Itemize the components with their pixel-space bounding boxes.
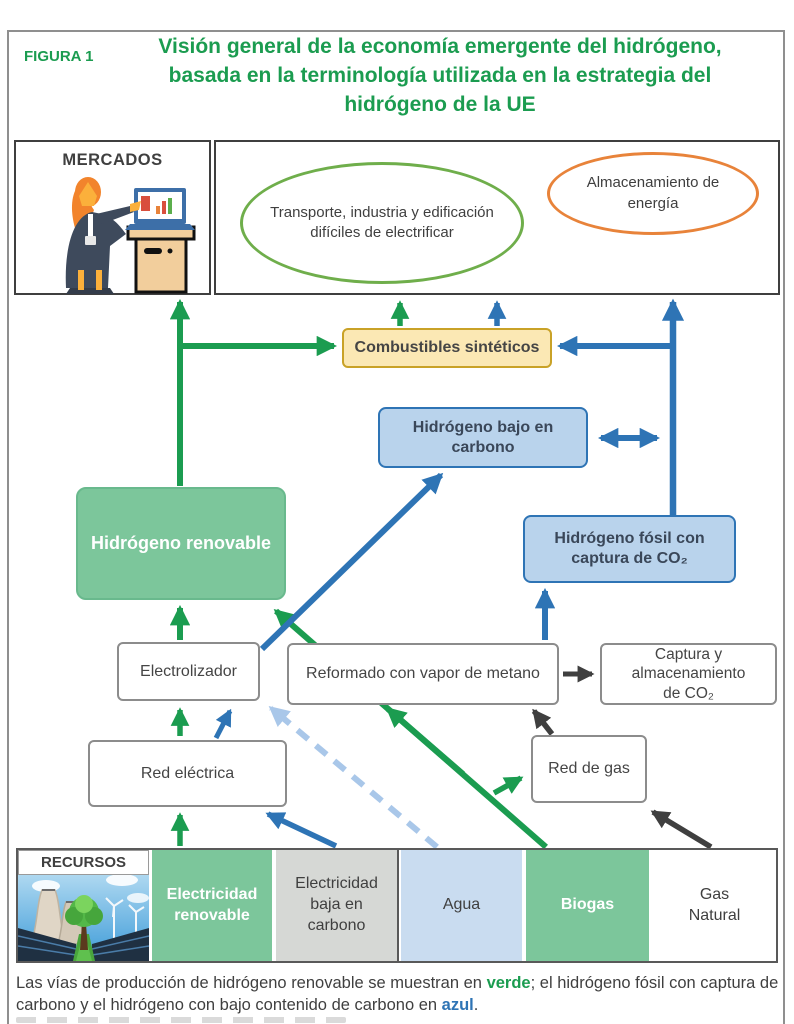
mercados-targets-box: Transporte, industria y edificación difí…	[214, 140, 780, 295]
caption-text-1: Las vías de producción de hidrógeno reno…	[16, 974, 487, 992]
band-divider	[397, 848, 399, 963]
cell-agua: Agua	[401, 850, 522, 961]
caption-text-2: ; el hidrógeno fósil con captura de carb…	[16, 974, 779, 1014]
caption-word-verde: verde	[486, 974, 531, 992]
cell-electricidad-baja: Electricidad baja en carbono	[276, 850, 397, 961]
cell-electricidad-renovable: Electricidad renovable	[152, 850, 272, 961]
node-red-electrica: Red eléctrica	[88, 740, 287, 807]
caption-text-3: .	[473, 995, 479, 1014]
mercados-label: MERCADOS	[62, 151, 163, 169]
mercados-box: MERCADOS	[14, 140, 211, 295]
cutoff-text-fragment	[16, 1017, 346, 1023]
node-hidrogeno-fosil: Hidrógeno fósil con captura de CO₂	[523, 515, 736, 583]
node-red-de-gas: Red de gas	[531, 735, 647, 803]
cell-gas-natural: Gas Natural	[653, 850, 776, 961]
node-captura-co2: Captura y almacenamiento de CO₂	[600, 643, 777, 705]
cell-biogas: Biogas	[526, 850, 649, 961]
node-combustibles-sinteticos: Combustibles sintéticos	[342, 328, 552, 368]
presenter-illustration	[65, 177, 196, 294]
node-hidrogeno-bajo-carbono: Hidrógeno bajo en carbono	[378, 407, 588, 468]
ellipse-energy-storage: Almacenamiento de energía	[547, 152, 759, 235]
figure-border	[7, 30, 785, 1024]
node-hidrogeno-renovable: Hidrógeno renovable	[76, 487, 286, 600]
figure-title: Visión general de la economía emergente …	[158, 35, 722, 116]
figure-tag: FIGURA 1	[24, 48, 94, 65]
figure-caption: Las vías de producción de hidrógeno reno…	[16, 973, 780, 1017]
node-electrolizador: Electrolizador	[117, 642, 260, 701]
recursos-label: RECURSOS	[18, 850, 149, 875]
node-reformado: Reformado con vapor de metano	[287, 643, 559, 705]
ellipse-hard-to-electrify: Transporte, industria y edificación difí…	[240, 162, 524, 284]
caption-word-azul: azul	[441, 995, 474, 1014]
